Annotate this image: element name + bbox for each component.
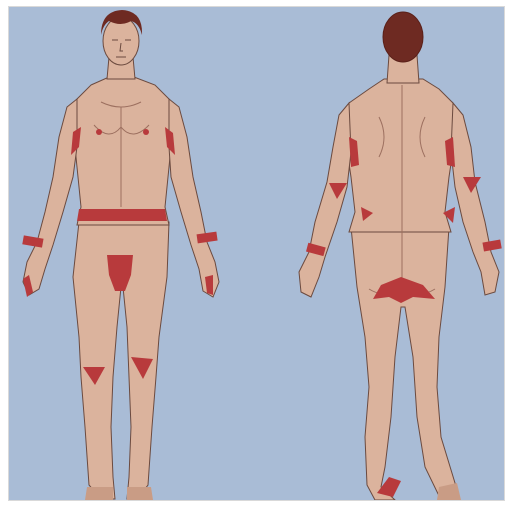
- body-diagram: [9, 7, 504, 500]
- front-waistband: [77, 209, 167, 221]
- front-nipple-right: [143, 129, 149, 135]
- front-torso: [73, 77, 173, 225]
- front-head: [103, 17, 139, 65]
- back-head: [383, 12, 423, 62]
- front-nipple-left: [96, 129, 102, 135]
